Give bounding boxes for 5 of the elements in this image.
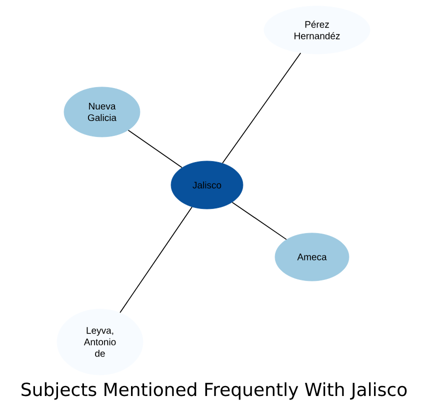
title: Subjects Mentioned Frequently With Jalisco xyxy=(22,382,407,400)
connector-line xyxy=(128,130,182,168)
connector-line xyxy=(222,52,302,164)
connector-line xyxy=(232,202,287,240)
connector-line xyxy=(120,206,192,314)
